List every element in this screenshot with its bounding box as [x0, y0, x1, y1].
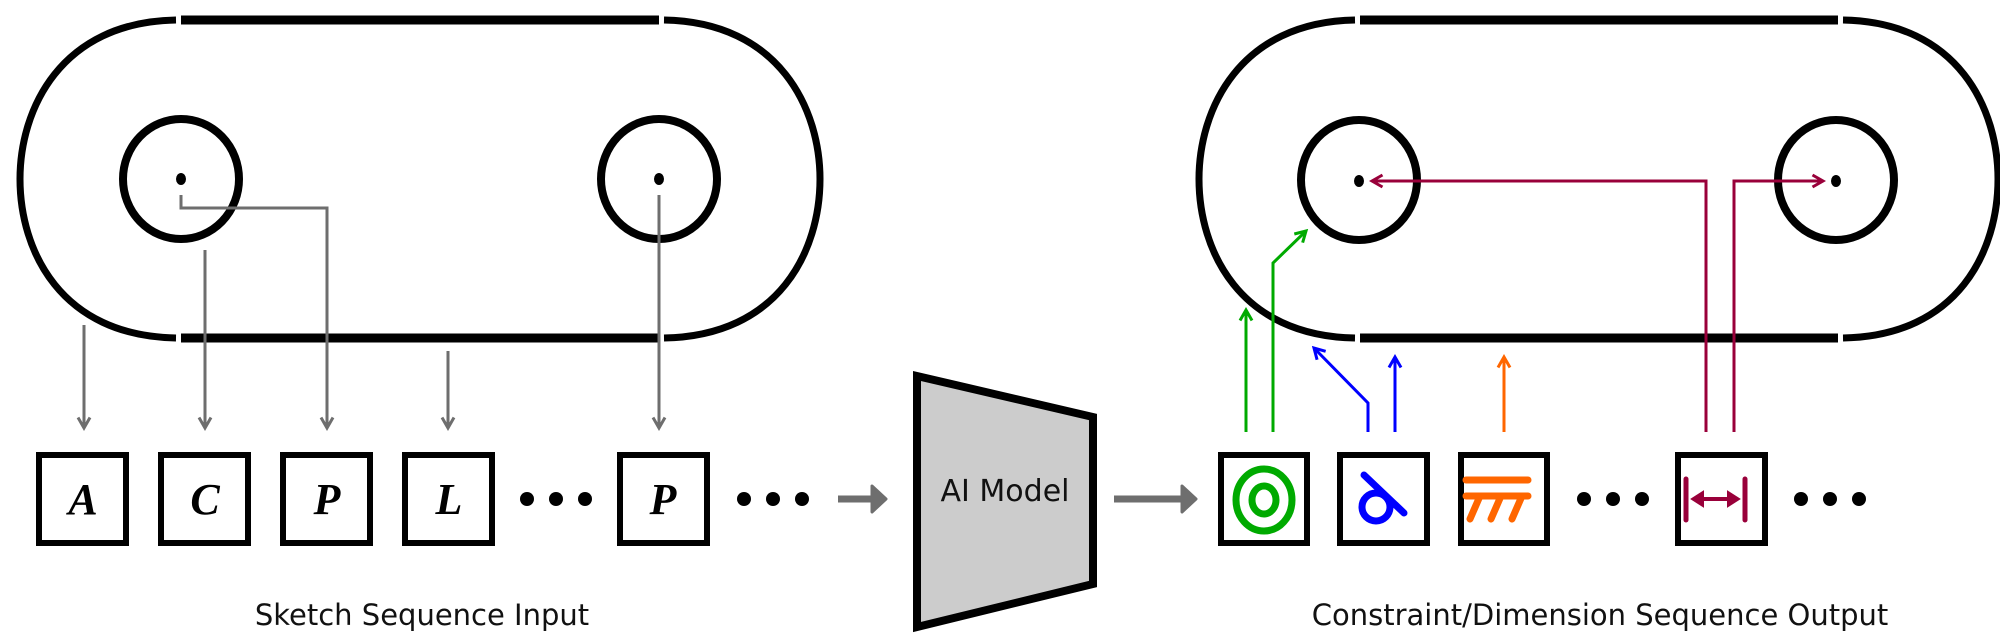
arrow-point-to-token — [179, 195, 335, 432]
token-label: A — [65, 475, 97, 524]
token-label: L — [435, 475, 463, 524]
sketch-right-arc — [1842, 16, 2000, 342]
model-label: AI Model — [941, 474, 1070, 509]
flow-arrow-in — [838, 484, 888, 514]
sketch-left-center-point — [1354, 175, 1364, 187]
output-token — [1458, 452, 1550, 546]
concentric-icon — [1232, 465, 1296, 535]
dimension-arrow-left-center — [1368, 173, 1708, 432]
token-label: C — [190, 475, 220, 524]
input-token: P — [280, 452, 373, 546]
input-token: L — [402, 452, 495, 546]
model-trapezoid — [913, 370, 1097, 633]
output-arrows — [1238, 173, 1827, 432]
ellipsis — [737, 492, 809, 506]
token-label: P — [649, 475, 678, 524]
ellipsis — [1577, 492, 1649, 506]
tangent-icon — [1358, 471, 1408, 525]
output-token — [1337, 452, 1430, 546]
input-sketch — [16, 15, 824, 343]
distance-dimension-icon — [1683, 476, 1748, 523]
sketch-left-center-point — [176, 173, 186, 185]
sketch-right-center-point — [1831, 175, 1841, 187]
input-token: A — [36, 452, 129, 546]
input-token: C — [158, 452, 251, 546]
input-token: P — [617, 452, 710, 546]
dimension-arrow-right-center — [1732, 173, 1827, 432]
concentric-arrow-circle — [1271, 228, 1309, 432]
input-sequence: A C P L P — [36, 452, 809, 546]
input-caption: Sketch Sequence Input — [255, 598, 589, 632]
output-token — [1218, 452, 1310, 546]
sketch-left-arc — [16, 16, 177, 342]
sketch-right-center-point — [654, 173, 664, 185]
input-arrows — [76, 195, 667, 432]
token-label: P — [313, 475, 342, 524]
output-sequence — [1218, 452, 1866, 546]
tangent-arrow-arc — [1311, 345, 1370, 432]
sketch-right-arc — [663, 16, 824, 342]
fix-icon — [1462, 476, 1532, 523]
ellipsis — [1794, 492, 1866, 506]
output-sketch — [1195, 15, 2000, 343]
flow-arrow-out — [1114, 484, 1198, 514]
sketch-left-circle — [119, 115, 243, 243]
ai-model: AI Model — [913, 370, 1097, 633]
sketch-left-arc — [1195, 16, 1356, 342]
ellipsis — [520, 492, 592, 506]
output-caption: Constraint/Dimension Sequence Output — [1312, 598, 1889, 632]
output-token — [1675, 452, 1768, 546]
